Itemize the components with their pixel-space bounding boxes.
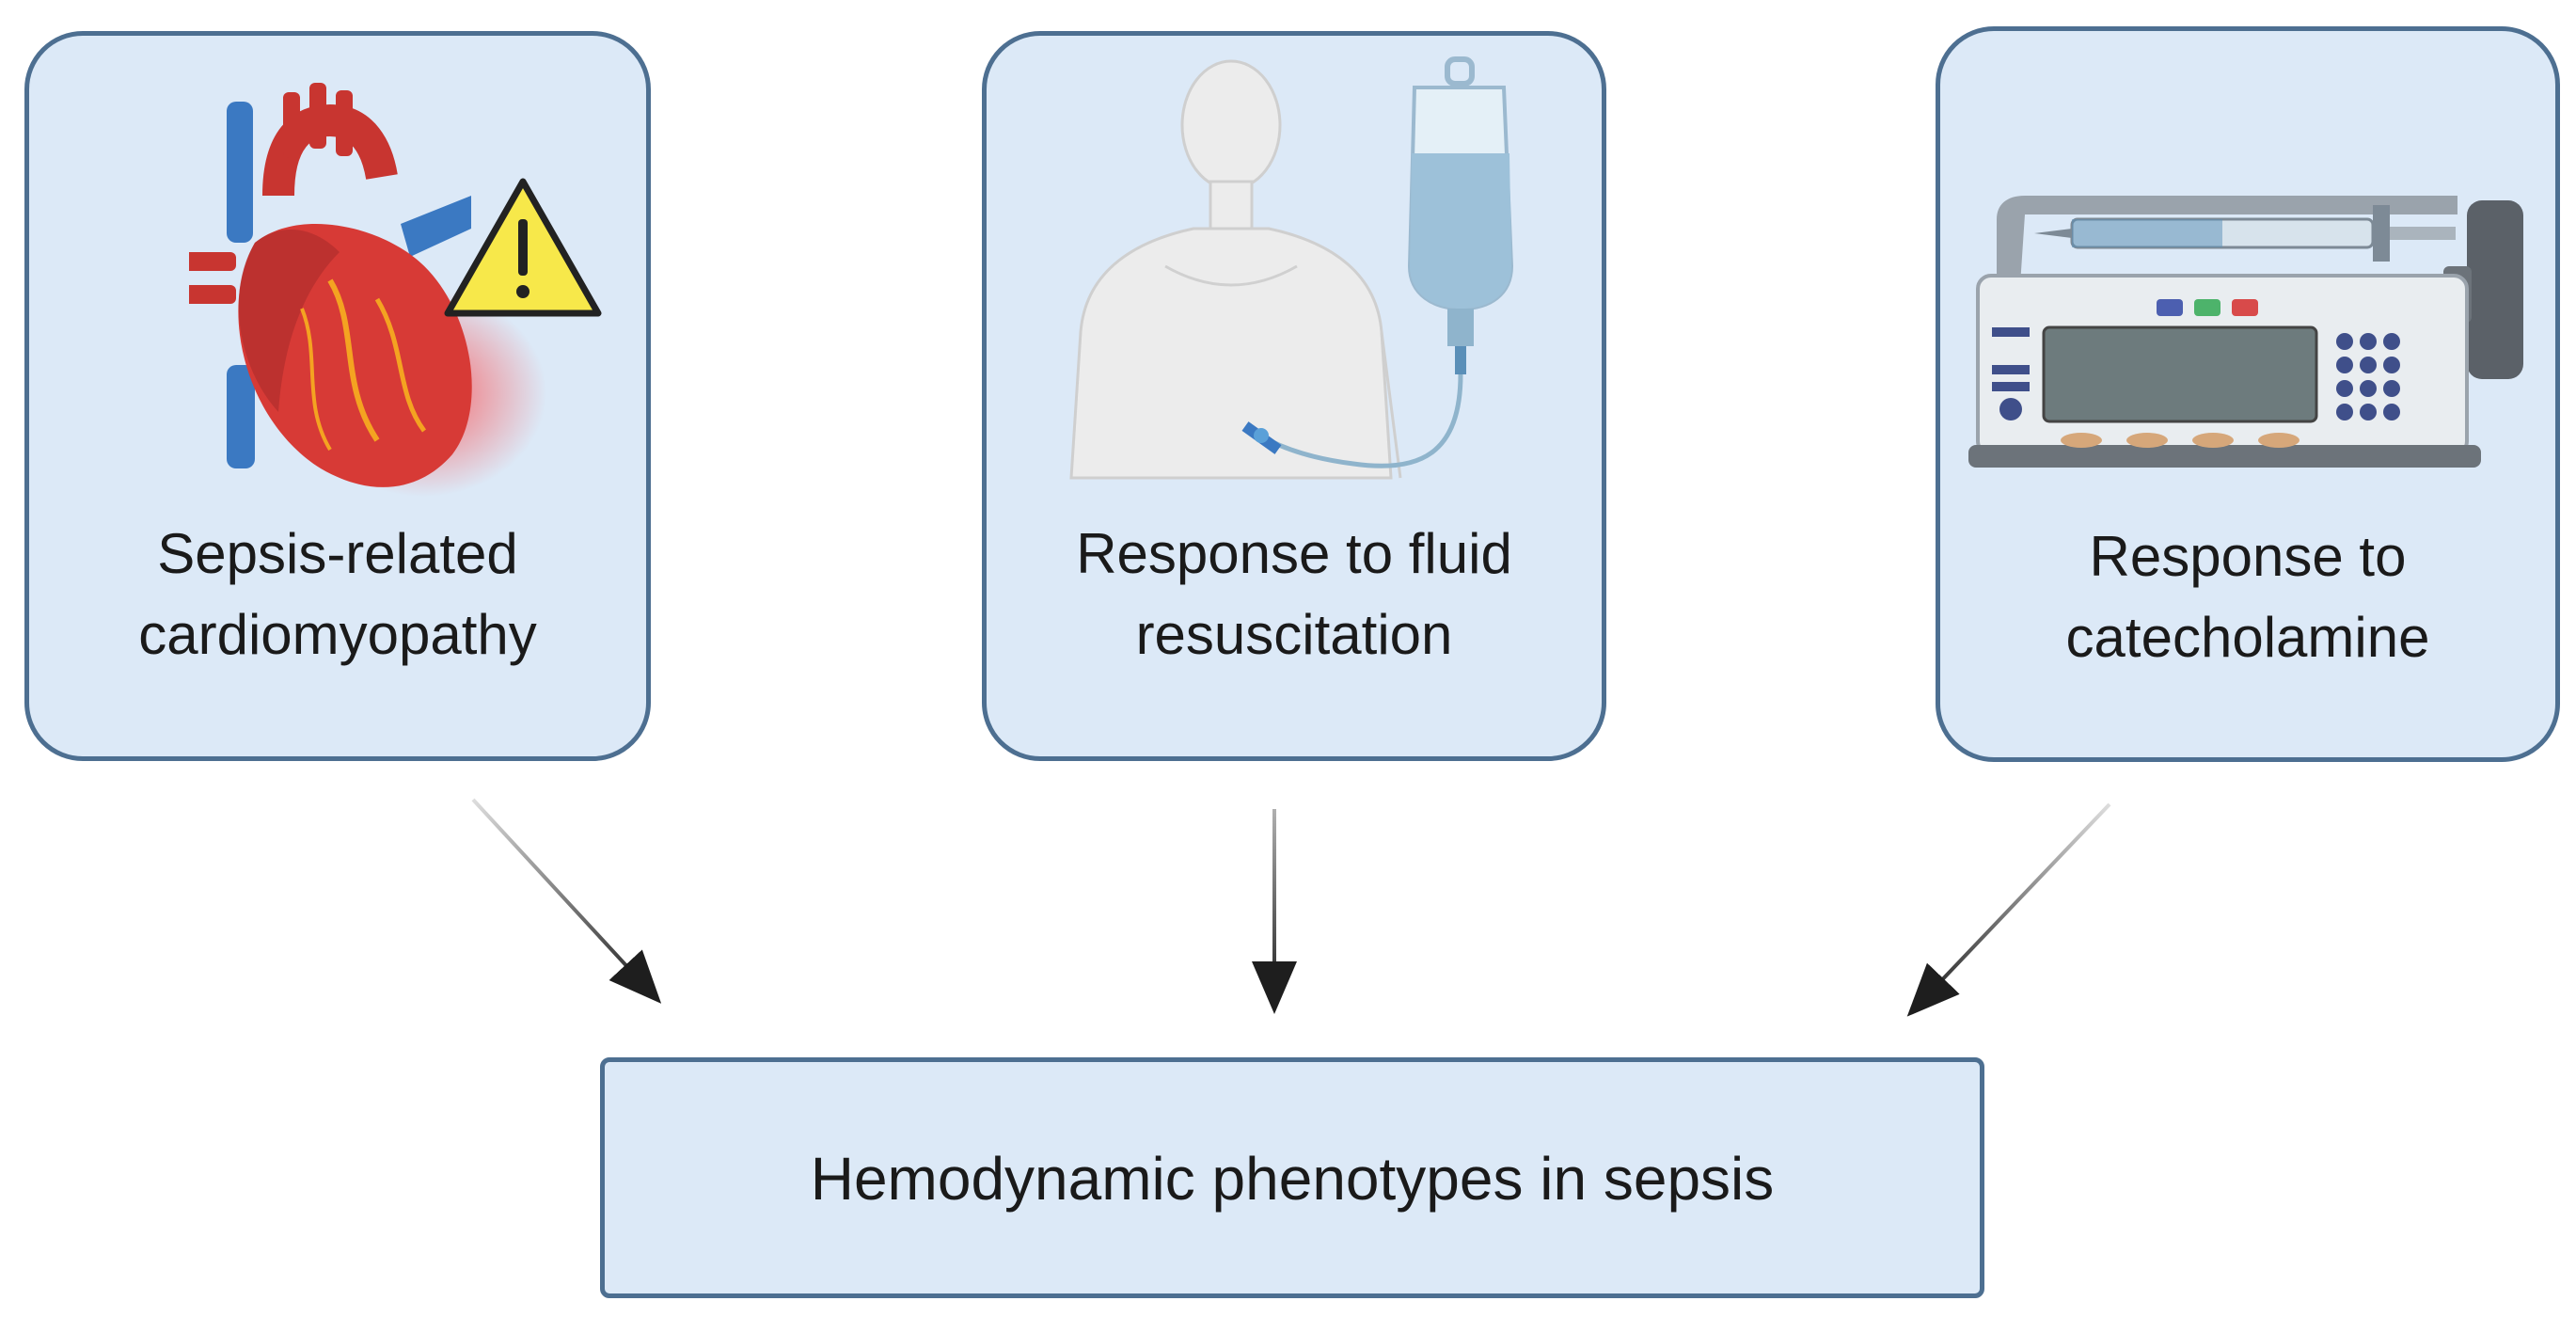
box-label: Sepsis-related cardiomyopathy — [138, 522, 537, 666]
box-hemodynamic-phenotypes: Hemodynamic phenotypes in sepsis — [600, 1057, 1984, 1298]
patient-iv-drip-icon — [1069, 56, 1514, 480]
box-label: Response to fluid resuscitation — [1076, 522, 1512, 666]
box-catecholamine: Response to catecholamine — [1936, 26, 2560, 762]
arrow-left — [471, 798, 662, 1004]
arrow-right — [1906, 802, 2111, 1017]
box-fluid-resuscitation: Response to fluid resuscitation — [982, 31, 1606, 761]
syringe-pump-icon — [1968, 196, 2523, 468]
heart-warning-icon — [189, 83, 602, 497]
box-sepsis-cardiomyopathy: Sepsis-related cardiomyopathy — [24, 31, 651, 761]
result-label: Hemodynamic phenotypes in sepsis — [810, 1145, 1775, 1213]
box-label: Response to catecholamine — [2065, 525, 2430, 669]
